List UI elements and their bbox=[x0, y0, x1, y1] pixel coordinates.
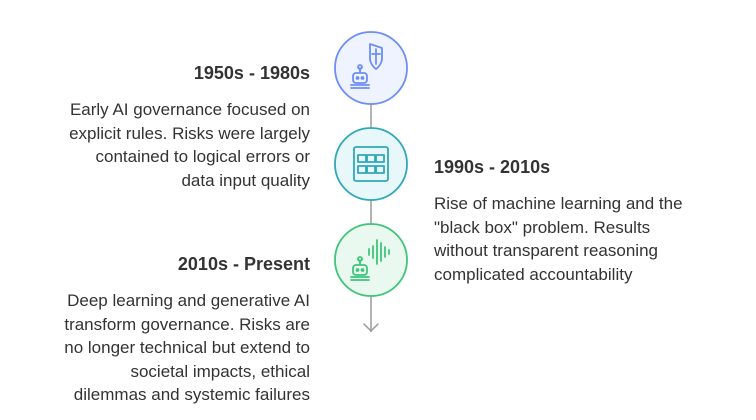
robot-shield-icon bbox=[350, 43, 383, 89]
event-2-description-line: without transparent reasoning bbox=[434, 241, 658, 260]
timeline-arrow-head bbox=[363, 323, 379, 332]
event-1-period: 1950s - 1980s bbox=[193, 63, 310, 83]
event-3-description-line: transform governance. Risks are bbox=[64, 314, 310, 334]
event-3-description: Deep learning and generative AI transfor… bbox=[0, 289, 310, 407]
event-2-period: 1990s - 2010s bbox=[434, 157, 551, 177]
event-3-node bbox=[334, 223, 408, 297]
event-1-description: Early AI governance focused on explicit … bbox=[0, 98, 310, 192]
event-3-description-line: dilemmas and systemic failures bbox=[73, 385, 310, 404]
event-3-text: 2010s - Present Deep learning and genera… bbox=[0, 253, 310, 407]
event-3-description-line: societal impacts, ethical bbox=[130, 361, 310, 381]
event-2-text: 1990s - 2010s Rise of machine learning a… bbox=[434, 156, 749, 286]
black-box-grid-icon bbox=[353, 146, 389, 182]
event-2-description-line: complicated accountability bbox=[434, 264, 633, 284]
event-1-description-line: explicit rules. Risks were largely bbox=[69, 123, 310, 143]
event-2-description: Rise of machine learning and the "black … bbox=[434, 192, 749, 286]
event-1-description-line: Early AI governance focused on bbox=[69, 100, 310, 119]
event-1-description-line: contained to logical errors or bbox=[95, 147, 310, 166]
event-2-description-line: Rise of machine learning and the bbox=[434, 194, 683, 213]
event-3-description-line: no longer technical but extend to bbox=[64, 338, 310, 357]
event-3-description-line: Deep learning and generative AI bbox=[67, 291, 310, 310]
event-2-node bbox=[334, 127, 408, 201]
event-1-node bbox=[334, 31, 408, 105]
robot-soundwave-icon bbox=[350, 239, 390, 281]
event-2-description-line: "black box" problem. Results bbox=[434, 217, 651, 237]
event-1-description-line: data input quality bbox=[181, 170, 310, 190]
event-3-period: 2010s - Present bbox=[177, 254, 310, 274]
event-1-text: 1950s - 1980s Early AI governance focuse… bbox=[0, 62, 310, 192]
